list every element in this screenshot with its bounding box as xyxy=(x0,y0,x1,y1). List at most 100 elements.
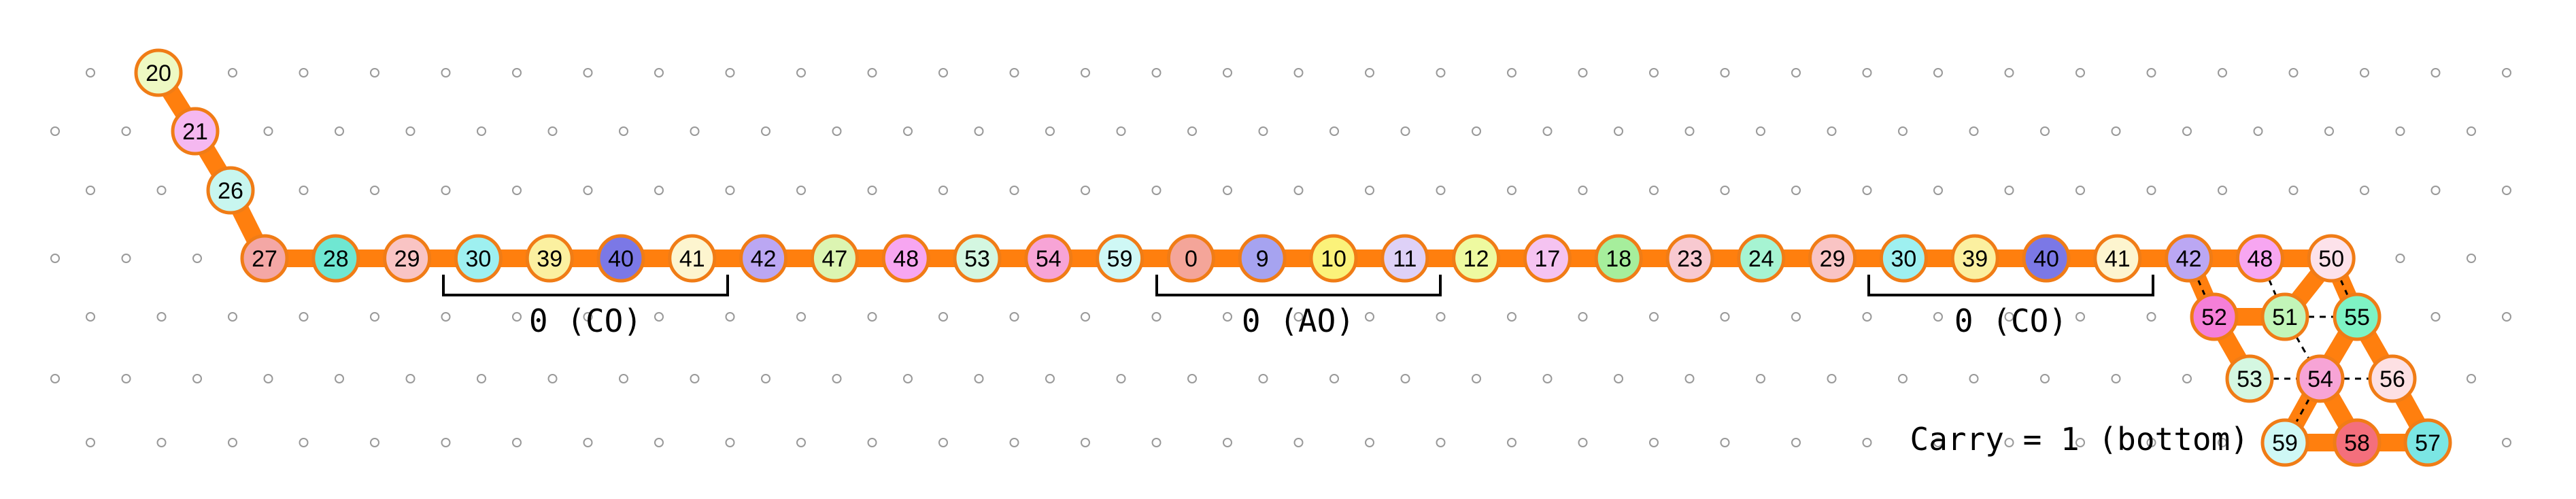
node-circle xyxy=(2022,234,2071,283)
lattice-dot xyxy=(2502,312,2511,322)
node-circle xyxy=(953,234,1002,283)
lattice-dot xyxy=(2075,186,2085,195)
lattice-dot xyxy=(2111,126,2121,136)
lattice-dot xyxy=(370,68,379,78)
lattice-dot xyxy=(1400,374,1410,383)
cluster-node-59: 59 xyxy=(2260,418,2309,467)
node-label: 40 xyxy=(2033,246,2059,272)
lattice-dot xyxy=(228,438,237,447)
lattice-dot xyxy=(477,374,486,383)
lattice-dot xyxy=(1827,126,1837,136)
node-circle xyxy=(1024,234,1073,283)
lattice-dot xyxy=(1009,312,1019,322)
lattice-dot xyxy=(1223,438,1232,447)
node-label: 20 xyxy=(146,61,171,86)
lattice-dot xyxy=(299,68,309,78)
node-circle xyxy=(2307,234,2356,283)
lattice-dot xyxy=(50,126,60,136)
lattice-dot xyxy=(441,438,451,447)
node-label: 59 xyxy=(1107,246,1133,272)
lattice-dot xyxy=(1400,126,1410,136)
node-label: 12 xyxy=(1463,246,1489,272)
brace-bracket xyxy=(442,275,729,296)
lattice-dot xyxy=(2111,374,2121,383)
lattice-dot xyxy=(370,312,379,322)
lattice-dot xyxy=(299,186,309,195)
lattice-dot xyxy=(1578,186,1588,195)
path-node-12: 12 xyxy=(1452,234,1501,283)
lattice-dot xyxy=(1933,68,1943,78)
lattice-dot xyxy=(796,68,806,78)
lattice-dot xyxy=(1614,374,1623,383)
lattice-dot xyxy=(654,312,664,322)
lattice-dot xyxy=(1293,438,1304,447)
node-circle xyxy=(881,234,930,283)
path-node-26: 26 xyxy=(206,166,255,215)
node-circle xyxy=(810,234,859,283)
node-label: 11 xyxy=(1393,246,1417,272)
lattice-dot xyxy=(654,438,664,447)
node-label: 59 xyxy=(2272,430,2298,456)
brace-label: 0 (CO) xyxy=(529,303,642,339)
lattice-dot xyxy=(796,186,806,195)
lattice-dot xyxy=(2360,186,2369,195)
node-circle xyxy=(171,107,220,156)
lattice-dot xyxy=(477,126,486,136)
lattice-dot xyxy=(867,438,877,447)
node-circle xyxy=(1808,234,1857,283)
lattice-dot xyxy=(547,126,558,136)
node-circle xyxy=(1096,234,1145,283)
lattice-dot xyxy=(832,374,842,383)
lattice-dot xyxy=(50,254,60,263)
lattice-dot xyxy=(1578,68,1588,78)
lattice-dot xyxy=(654,186,664,195)
lattice-dot xyxy=(619,374,628,383)
lattice-dot xyxy=(1436,186,1446,195)
path-node-30: 30 xyxy=(454,234,503,283)
lattice-dot xyxy=(2253,126,2263,136)
path-node-41: 41 xyxy=(668,234,717,283)
node-label: 54 xyxy=(1036,246,1062,272)
lattice-dot xyxy=(441,68,451,78)
brace-bracket xyxy=(1867,275,2154,296)
lattice-dot xyxy=(1329,374,1339,383)
lattice-dot xyxy=(1151,438,1162,447)
cluster-node-55: 55 xyxy=(2333,292,2382,341)
lattice-dot xyxy=(725,312,735,322)
lattice-dot xyxy=(1472,374,1481,383)
path-node-29: 29 xyxy=(1808,234,1857,283)
node-circle xyxy=(383,234,432,283)
lattice-dot xyxy=(1649,438,1659,447)
node-circle xyxy=(1950,234,1999,283)
lattice-dot xyxy=(1933,186,1943,195)
cluster-node-56: 56 xyxy=(2368,354,2417,403)
node-circle xyxy=(311,234,360,283)
node-circle xyxy=(454,234,503,283)
path-node-9: 9 xyxy=(1238,234,1287,283)
brace-label: 0 (AO) xyxy=(1242,303,1355,339)
lattice-dot xyxy=(1898,126,1908,136)
lattice-dot xyxy=(1720,438,1730,447)
lattice-dot xyxy=(156,312,167,322)
lattice-dot xyxy=(1507,68,1516,78)
path-node-53: 53 xyxy=(953,234,1002,283)
node-label: 0 xyxy=(1185,246,1198,272)
lattice-dot xyxy=(1862,68,1872,78)
lattice-dot xyxy=(512,312,522,322)
lattice-dot xyxy=(405,126,416,136)
lattice-dot xyxy=(1649,68,1659,78)
node-circle xyxy=(739,234,788,283)
lattice-dot xyxy=(2040,374,2050,383)
node-circle xyxy=(1309,234,1358,283)
lattice-dot xyxy=(725,186,735,195)
lattice-dot xyxy=(547,374,558,383)
lattice-dot xyxy=(2004,312,2014,322)
lattice-dot xyxy=(2040,126,2050,136)
node-circle xyxy=(668,234,717,283)
lattice-dot xyxy=(228,68,237,78)
lattice-dot xyxy=(1045,126,1055,136)
lattice-dot xyxy=(761,374,770,383)
lattice-dot xyxy=(974,126,984,136)
lattice-dot xyxy=(2182,126,2192,136)
lattice-dot xyxy=(1969,126,1979,136)
